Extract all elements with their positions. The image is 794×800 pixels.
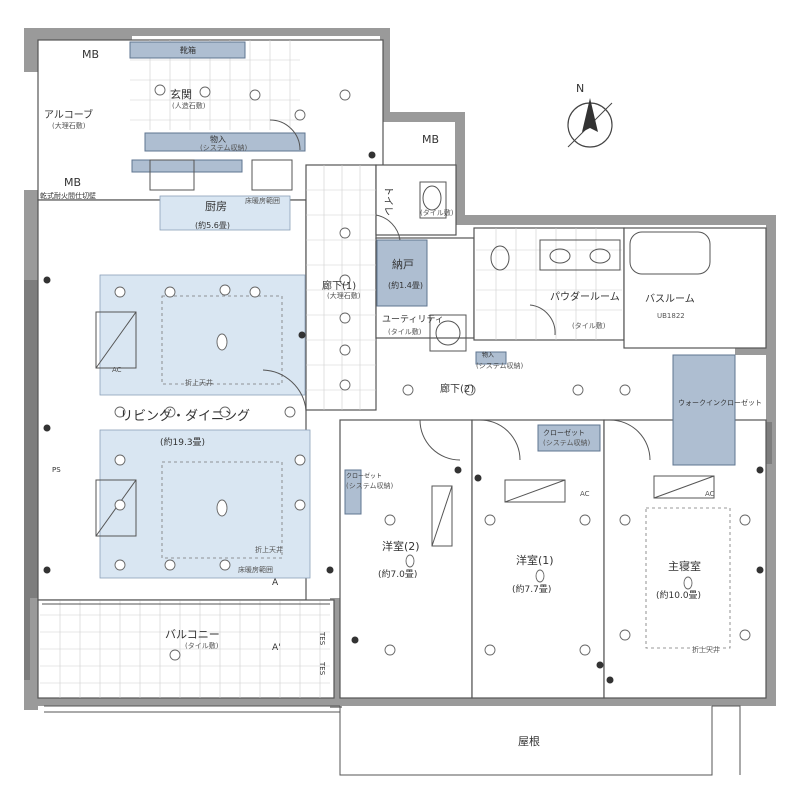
compass-icon [567,98,613,148]
ac-label-3: AC [705,490,715,498]
section-a2-label: A' [272,643,281,653]
storage-sub: (システム収納) [200,143,248,152]
storage-label: 物入 [210,134,226,144]
ac-label-2: AC [580,490,590,498]
powder-sub: (タイル敷) [572,321,606,330]
alcove-sub: (大理石敷) [52,121,86,130]
pantry-size: (約1.4畳) [388,280,423,290]
closets [129,41,736,515]
kitchen-label: 厨房 [205,200,227,213]
room-outlines [37,39,767,699]
compass-north-label: N [576,82,584,95]
walkin-label: ウォークインクローゼット [678,398,762,407]
powder-label: パウダールーム [550,290,620,303]
door-swings [262,119,651,461]
balcony-label: バルコニー [165,628,220,641]
toilet-sub: (タイル敷) [420,208,454,217]
mb-top-label: MB [82,48,99,61]
floor-heating-zones [99,195,311,579]
downlights [114,84,751,661]
bath-sub: UB1822 [657,312,685,320]
ceiling-label-2: 折上天井 [255,545,283,554]
closet-small-sub: (システム収納) [346,481,394,490]
pantry-label: 納戸 [392,258,414,271]
closet-sys-sub: (システム収納) [543,438,591,447]
closet-sys-label: クローゼット [543,428,585,437]
storage2-sub: (システム収納) [476,361,524,370]
mb-left-label: MB [64,176,81,189]
outlets [43,151,764,684]
toilet-label: トイレ [382,186,393,216]
mb-right-label: MB [422,133,439,146]
alcove-label: アルコーブ [44,108,93,121]
master-label: 主寝室 [668,559,701,573]
ceiling-lights [216,333,693,590]
living-size: (約19.3畳) [160,436,205,448]
tes-label-2: TES [318,661,326,676]
roof-label: 屋根 [518,734,540,748]
hall1-sub: (大理石敷) [327,291,361,300]
bath-label: バスルーム [645,293,695,305]
storage2-label: 物入 [482,351,494,359]
balcony-railing [42,599,340,713]
kitchen-size: (約5.6畳) [195,220,230,230]
hall2-label: 廊下(2) [440,382,474,395]
ceiling-outlines [161,295,731,649]
ac-label-1: AC [112,366,122,374]
fire-door-label: 乾式耐火間仕切壁 [40,191,96,200]
ceiling-label-3: 折上天井 [692,645,720,654]
western2-label: 洋室(2) [382,539,420,553]
entrance-label: 玄関 [170,87,192,101]
fixtures [95,159,715,547]
entrance-sub: (人造石敷) [172,101,206,110]
master-size: (約10.0畳) [656,589,701,601]
western1-size: (約7.7畳) [512,583,551,595]
utility-label: ユーティリティ [382,314,444,325]
shoe-label: 靴箱 [180,45,196,55]
balcony-sub: (タイル敷) [185,641,219,650]
hall1-label: 廊下(1) [322,279,356,292]
western2-size: (約7.0畳) [378,568,417,580]
tes-label-1: TES [318,631,326,646]
floor-heat-k-label: 床暖房範囲 [245,196,280,205]
western1-label: 洋室(1) [516,553,554,567]
labels: MB 靴箱 玄関 (人造石敷) アルコーブ (大理石敷) MB 乾式耐火間仕切壁… [40,45,762,748]
ceiling-label-1: 折上天井 [185,378,213,387]
roof-outline [339,705,741,776]
section-a-label: A [272,578,279,588]
closet-small-label: クローゼット [346,472,382,480]
ps-label: PS [52,466,61,474]
floor-heat-l-label: 床暖房範囲 [238,565,273,574]
living-label: リビング・ダイニング [120,409,250,424]
utility-sub: (タイル敷) [388,327,422,336]
